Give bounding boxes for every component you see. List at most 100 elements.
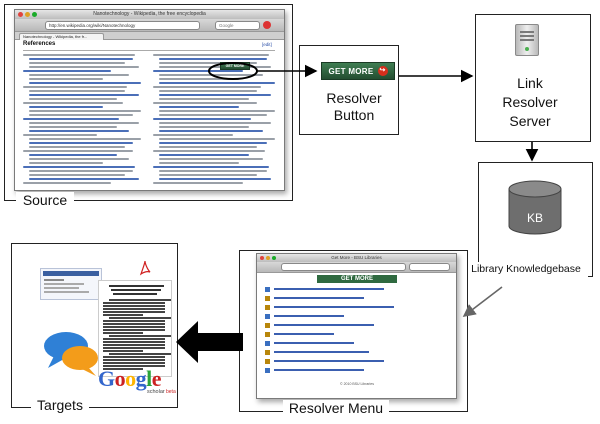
menu-option-row[interactable] <box>265 305 445 311</box>
menu-option-row[interactable] <box>265 323 445 329</box>
window-controls[interactable] <box>18 12 39 21</box>
article-text-line <box>103 341 165 343</box>
reference-text-line <box>159 178 271 180</box>
menu-option-link[interactable] <box>274 333 334 335</box>
article-text-line <box>103 350 143 352</box>
source-window-title: Nanotechnology - Wikipedia, the free enc… <box>93 11 206 17</box>
article-text-line <box>103 311 165 313</box>
resolver-get-more-icon: ↪ <box>377 66 388 76</box>
reference-text-line <box>23 102 123 104</box>
kb-database-icon <box>508 180 562 235</box>
menu-option-row[interactable] <box>265 341 445 347</box>
source-search-field[interactable]: Google <box>215 21 260 30</box>
reference-text-line <box>159 110 275 112</box>
menu-option-list <box>265 287 450 377</box>
menu-option-row[interactable] <box>265 359 445 365</box>
source-toolbar: http://en.wikipedia.org/wiki/Nanotechnol… <box>15 19 284 32</box>
resolver-get-more-label: GET MORE <box>328 66 374 76</box>
reference-text-line <box>29 174 125 176</box>
article-text-line <box>103 308 165 310</box>
reference-text-line <box>23 70 111 72</box>
reference-text-line <box>153 54 269 56</box>
menu-toolbar <box>257 262 456 273</box>
reference-text-line <box>153 150 265 152</box>
reference-text-line <box>29 82 141 84</box>
menu-option-row[interactable] <box>265 287 445 293</box>
reference-text-line <box>159 90 257 92</box>
menu-window-title: Get More - BSU Libraries <box>331 255 382 260</box>
stop-icon[interactable] <box>263 21 271 29</box>
menu-banner: GET MORE <box>317 275 397 283</box>
menu-url-bar[interactable] <box>281 263 406 271</box>
menu-option-link[interactable] <box>274 360 384 362</box>
reference-text-line <box>159 78 239 80</box>
menu-option-link[interactable] <box>274 324 374 326</box>
article-text-line <box>109 317 171 319</box>
link-resolver-server-label: Link Resolver Server <box>489 74 571 131</box>
article-text-line <box>109 353 171 355</box>
reference-text-line <box>159 158 263 160</box>
reference-text-line <box>153 86 261 88</box>
article-text-line <box>103 356 165 358</box>
reference-text-line <box>159 66 271 68</box>
menu-option-link[interactable] <box>274 297 364 299</box>
menu-option-icon <box>265 287 270 292</box>
menu-option-link[interactable] <box>274 351 369 353</box>
google-scholar-beta: beta <box>166 389 176 395</box>
resolver-button-label: Resolver Button <box>322 90 386 124</box>
reference-text-line <box>23 150 133 152</box>
reference-text-line <box>159 126 249 128</box>
article-text-line <box>103 320 165 322</box>
reference-text-line <box>29 142 133 144</box>
reference-text-line <box>29 126 117 128</box>
article-text-line <box>103 368 143 370</box>
reference-text-line <box>159 170 267 172</box>
source-tab[interactable]: Nanotechnology - Wikipedia, the fr... <box>19 33 104 40</box>
menu-option-link[interactable] <box>274 315 344 317</box>
menu-option-link[interactable] <box>274 306 394 308</box>
article-text-line <box>103 359 165 361</box>
edit-link[interactable]: [edit] <box>262 42 272 47</box>
reference-text-line <box>159 154 249 156</box>
reference-text-line <box>159 162 239 164</box>
reference-text-line <box>23 54 135 56</box>
reference-text-line <box>153 102 257 104</box>
menu-option-row[interactable] <box>265 368 445 374</box>
menu-option-link[interactable] <box>274 288 384 290</box>
reference-text-line <box>153 134 233 136</box>
heading-rule <box>23 50 275 51</box>
reference-text-line <box>23 86 127 88</box>
menu-option-icon <box>265 332 270 337</box>
menu-option-row[interactable] <box>265 332 445 338</box>
menu-search-field[interactable] <box>409 263 450 271</box>
reference-text-line <box>29 78 103 80</box>
chat-bubbles-icon <box>42 330 102 380</box>
references-heading: References <box>23 41 56 47</box>
reference-text-line <box>29 74 129 76</box>
pdf-icon <box>138 260 151 276</box>
reference-text-line <box>29 170 133 172</box>
menu-option-link[interactable] <box>274 369 364 371</box>
reference-text-line <box>29 98 117 100</box>
reference-text-line <box>29 158 129 160</box>
source-label: Source <box>16 192 74 208</box>
menu-option-row[interactable] <box>265 350 445 356</box>
article-text-line <box>103 302 165 304</box>
menu-option-row[interactable] <box>265 296 445 302</box>
article-text-line <box>103 362 165 364</box>
references-column-right <box>153 54 277 188</box>
reference-text-line <box>29 90 125 92</box>
reference-text-line <box>159 142 267 144</box>
article-text-line <box>103 365 165 367</box>
reference-text-line <box>159 114 267 116</box>
menu-option-link[interactable] <box>274 342 354 344</box>
library-knowledgebase-label: Library Knowledgebase <box>464 262 588 277</box>
source-url-bar[interactable]: http://en.wikipedia.org/wiki/Nanotechnol… <box>45 21 200 30</box>
reference-text-line <box>29 110 141 112</box>
reference-text-line <box>159 98 249 100</box>
menu-option-row[interactable] <box>265 314 445 320</box>
menu-footer: © 2010 BSU Libraries <box>340 382 374 386</box>
article-text-line <box>109 335 171 337</box>
reference-text-line <box>159 58 267 60</box>
resolver-get-more-button[interactable]: GET MORE ↪ <box>321 62 395 80</box>
